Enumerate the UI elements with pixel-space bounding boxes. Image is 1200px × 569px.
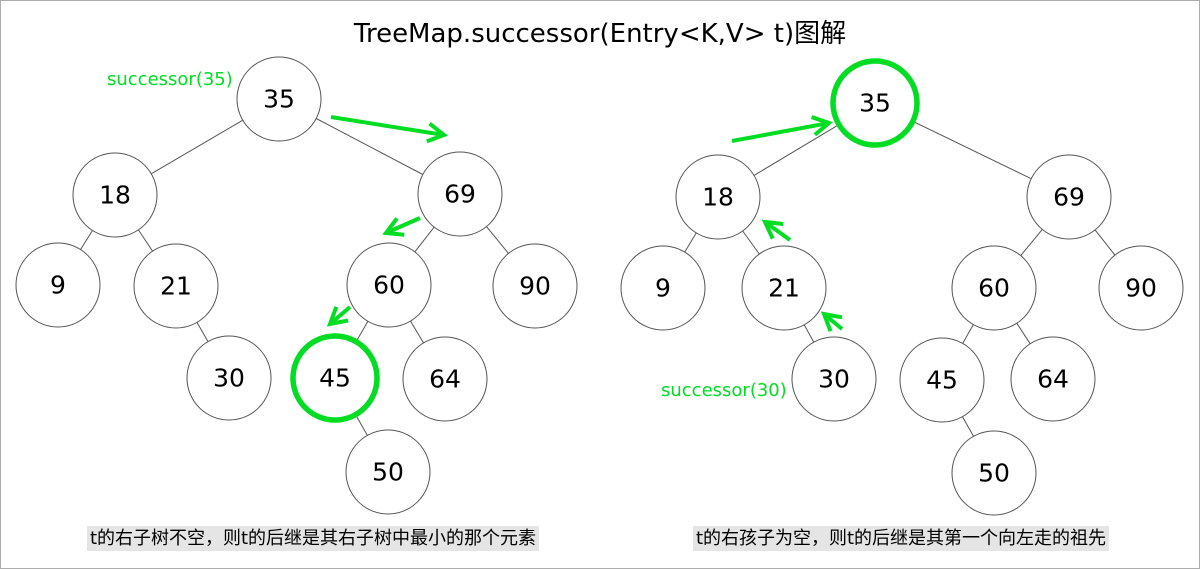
tree-edge [80,230,93,250]
tree-edge [355,321,369,342]
tree-edge [1094,229,1116,256]
node-value: 90 [519,272,551,301]
tree-node-45 [899,337,985,423]
tree-edge [355,414,368,436]
node-value: 50 [372,458,404,487]
tree-node-69 [417,151,503,237]
tree-node-18 [72,152,158,238]
node-value: 64 [429,365,461,394]
tree-node-64 [402,336,488,422]
node-value: 30 [213,364,245,393]
tree-node-50 [951,430,1037,516]
node-value: 21 [768,274,800,303]
tree-edge [137,229,154,252]
node-value: 60 [373,271,405,300]
node-value: 45 [926,366,958,395]
successor-arrow [382,216,421,237]
node-value: 21 [160,272,192,301]
successor-label: successor(30) [661,380,787,401]
tree-node-90 [492,243,578,329]
tree-edge [315,118,424,175]
successor-arrow [330,115,449,144]
tree-edge [742,230,760,255]
node-value: 18 [702,183,734,212]
tree-node-60 [951,245,1037,331]
tree-node-30 [186,335,272,421]
right-tree: 35 18 69 9 21 60 90 30 45 64 50 successor(30) [620,58,1184,516]
tree-edge [912,120,1032,180]
successor-arrow [761,219,792,242]
left-tree: 35 18 69 9 21 60 90 30 45 64 50 successor(35) [15,56,578,515]
successor-arrow [731,115,834,143]
successor-label: successor(35) [107,69,233,90]
node-value: 35 [859,89,891,118]
tree-edge [410,320,424,344]
tree-node-35-highlighted [830,58,920,148]
tree-node-21 [741,245,827,331]
node-value: 64 [1037,365,1069,394]
tree-node-50 [345,429,431,515]
node-value: 30 [818,365,850,394]
tree-edge [196,322,209,342]
tree-edge [962,416,974,437]
tree-node-60 [346,242,432,328]
caption-left-rule: t的右子树不空，则t的后继是其右子树中最小的那个元素 [86,526,540,552]
successor-arrow [820,311,844,332]
tree-edge [1020,229,1043,256]
successor-arrow [326,305,352,327]
tree-edge [1016,322,1031,345]
tree-node-21 [133,243,219,329]
tree-edge [962,324,974,344]
tree-node-69 [1026,154,1112,240]
tree-edge [150,119,244,175]
tree-edge [753,124,840,176]
tree-node-64 [1010,336,1096,422]
tree-edge [803,324,815,343]
node-value: 50 [978,459,1010,488]
node-value: 60 [978,274,1010,303]
tree-node-9 [620,245,706,331]
node-value: 69 [1053,183,1085,212]
page-title: TreeMap.successor(Entry<K,V> t)图解 [353,19,847,49]
tree-node-9 [15,242,101,328]
node-value: 9 [655,274,671,303]
tree-node-45-highlighted [290,333,380,423]
tree-node-35 [236,56,322,142]
caption-right-rule: t的右孩子为空，则t的后继是其第一个向左走的祖先 [692,526,1110,552]
node-value: 18 [99,181,131,210]
node-value: 69 [444,180,476,209]
node-value: 35 [263,85,295,114]
tree-edge [414,226,435,253]
node-value: 90 [1125,274,1157,303]
tree-edge [486,226,509,254]
tree-node-30 [791,336,877,422]
node-value: 45 [319,364,351,393]
tree-node-18 [675,154,761,240]
tree-edge [684,232,697,253]
tree-node-90 [1098,245,1184,331]
node-value: 9 [50,271,66,300]
